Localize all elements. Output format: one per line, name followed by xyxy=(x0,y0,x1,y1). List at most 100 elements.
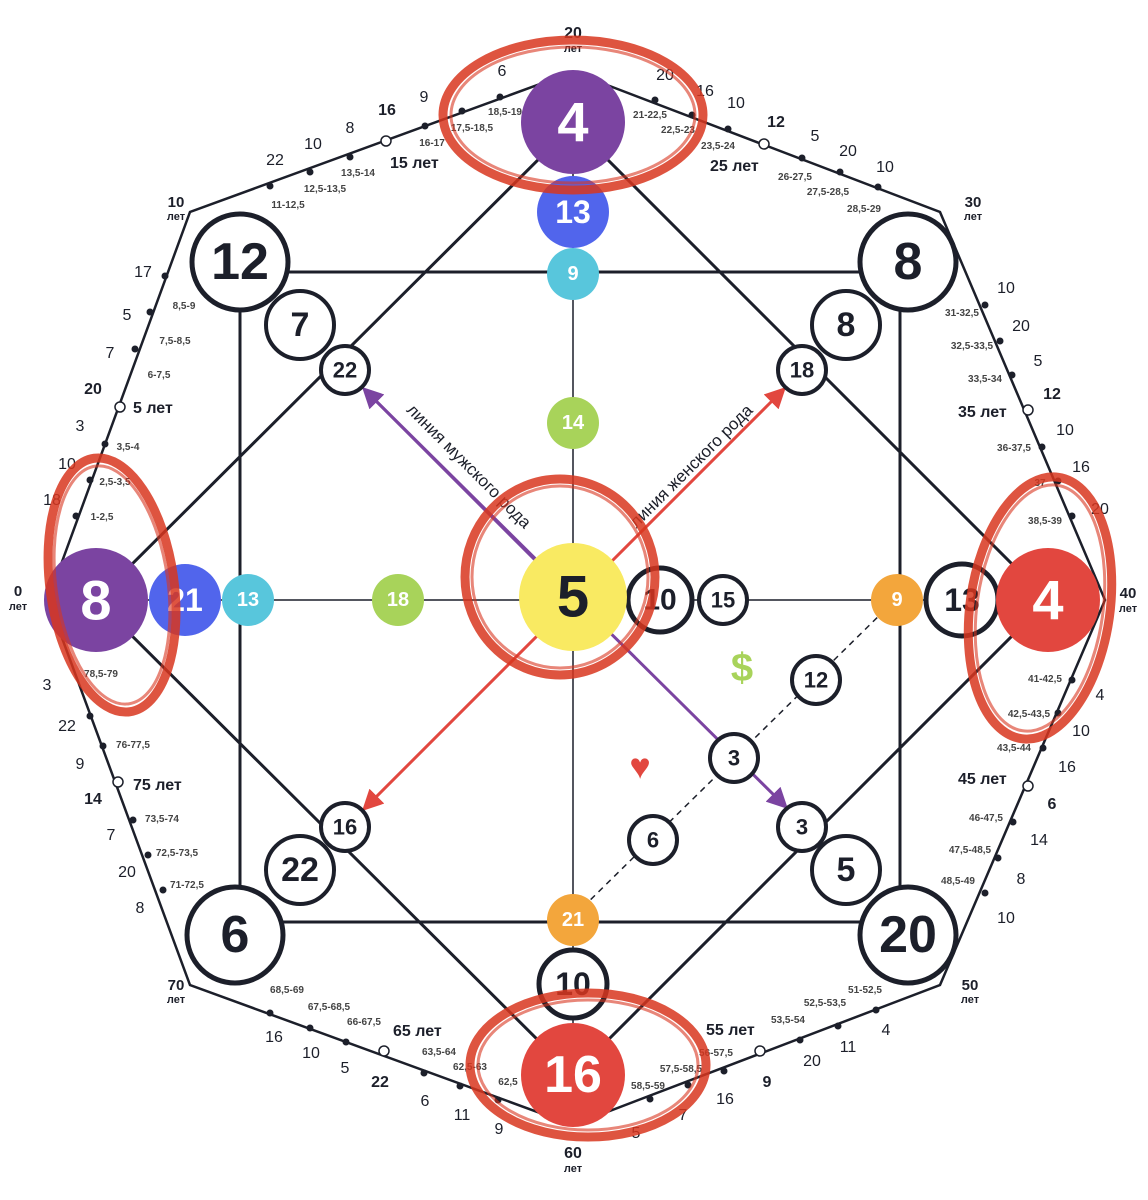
svg-text:58,5-59: 58,5-59 xyxy=(631,1081,665,1092)
svg-text:13: 13 xyxy=(237,589,259,611)
svg-text:5: 5 xyxy=(123,307,132,324)
svg-text:20: 20 xyxy=(84,381,102,398)
svg-text:4: 4 xyxy=(557,91,588,154)
highlight-right-inner xyxy=(973,483,1107,733)
svg-text:70: 70 xyxy=(168,977,185,994)
right-second-node: 13 xyxy=(923,561,1001,639)
left-fourth-node: 18 xyxy=(372,574,424,626)
svg-text:5: 5 xyxy=(1034,353,1043,370)
svg-text:33,5-34: 33,5-34 xyxy=(968,374,1002,385)
age-bottom-left: 70 лет xyxy=(167,977,186,1006)
svg-text:9: 9 xyxy=(891,589,902,611)
svg-text:3: 3 xyxy=(76,418,85,435)
highlight-left xyxy=(43,453,181,717)
svg-text:16: 16 xyxy=(1072,459,1090,476)
diamond-node-top-left: 22 xyxy=(319,344,371,396)
svg-text:3,5-4: 3,5-4 xyxy=(117,442,140,453)
svg-text:16: 16 xyxy=(1058,759,1076,776)
highlight-right xyxy=(963,472,1117,744)
svg-text:11: 11 xyxy=(840,1039,857,1056)
age-right: 40 лет xyxy=(1119,585,1138,615)
svg-text:63,5-64: 63,5-64 xyxy=(422,1047,456,1058)
svg-text:8: 8 xyxy=(894,233,923,291)
corner-bottom-left: 6 xyxy=(184,884,286,986)
svg-text:38,5-39: 38,5-39 xyxy=(1028,516,1062,527)
male-line-start xyxy=(362,387,542,567)
svg-text:лет: лет xyxy=(964,211,983,223)
svg-text:60: 60 xyxy=(564,1145,582,1162)
svg-text:18: 18 xyxy=(790,358,814,383)
corner-top-left: 12 xyxy=(189,211,291,313)
left-second-node: 21 xyxy=(149,564,221,636)
svg-text:лет: лет xyxy=(564,1163,583,1175)
svg-text:14: 14 xyxy=(562,412,585,434)
lower-node: 6 xyxy=(627,814,679,866)
svg-text:46-47,5: 46-47,5 xyxy=(969,813,1003,824)
highlight-bottom-inner xyxy=(476,998,700,1132)
svg-text:53,5-54: 53,5-54 xyxy=(771,1015,805,1026)
age-top-right: 30 лет xyxy=(964,194,983,223)
svg-text:21-22,5: 21-22,5 xyxy=(633,110,667,121)
svg-text:13,5-14: 13,5-14 xyxy=(341,168,375,179)
corner-bottom-right: 20 xyxy=(857,884,959,986)
svg-text:10: 10 xyxy=(304,136,322,153)
svg-text:18,5-19: 18,5-19 xyxy=(488,107,522,118)
svg-text:17: 17 xyxy=(134,264,152,281)
svg-text:лет: лет xyxy=(564,43,583,55)
svg-text:7: 7 xyxy=(106,345,115,362)
svg-text:31-32,5: 31-32,5 xyxy=(945,308,979,319)
svg-text:13: 13 xyxy=(555,194,591,230)
top-second-node: 13 xyxy=(537,176,609,248)
svg-text:5: 5 xyxy=(811,128,820,145)
perimeter-numbers: 17 5 7 20 3 10 18 3 22 9 14 7 20 8 22 10… xyxy=(43,63,1109,1142)
top-third-node: 9 xyxy=(547,248,599,300)
svg-text:50: 50 xyxy=(962,977,979,994)
svg-text:20: 20 xyxy=(656,67,674,84)
svg-text:9: 9 xyxy=(763,1074,772,1091)
svg-text:7: 7 xyxy=(679,1107,688,1124)
svg-text:8,5-9: 8,5-9 xyxy=(173,301,196,312)
svg-text:4: 4 xyxy=(1032,569,1063,632)
highlight-center-inner xyxy=(470,484,650,670)
svg-text:4: 4 xyxy=(882,1022,891,1039)
svg-text:12: 12 xyxy=(211,233,269,291)
svg-text:36-37,5: 36-37,5 xyxy=(997,443,1031,454)
svg-text:20: 20 xyxy=(1012,318,1030,335)
svg-text:10: 10 xyxy=(997,280,1015,297)
svg-text:76-77,5: 76-77,5 xyxy=(116,740,150,751)
bottom-second-node: 10 xyxy=(536,947,610,1021)
svg-text:10: 10 xyxy=(876,159,894,176)
highlight-left-inner xyxy=(52,464,172,706)
diamond-node-bottom-left: 16 xyxy=(319,801,371,853)
svg-text:8: 8 xyxy=(136,900,145,917)
svg-text:16: 16 xyxy=(333,815,357,840)
age-left: 0 лет xyxy=(9,583,28,613)
female-line-label: линия женского рода xyxy=(626,400,757,531)
svg-text:3: 3 xyxy=(728,746,740,771)
svg-text:6: 6 xyxy=(647,828,659,853)
svg-text:22: 22 xyxy=(371,1074,389,1091)
svg-text:10: 10 xyxy=(997,910,1015,927)
svg-text:41-42,5: 41-42,5 xyxy=(1028,674,1062,685)
svg-text:7: 7 xyxy=(107,827,116,844)
svg-text:30: 30 xyxy=(965,194,982,211)
top-fourth-node: 14 xyxy=(547,397,599,449)
svg-text:лет: лет xyxy=(167,994,186,1006)
svg-text:12: 12 xyxy=(767,114,785,131)
svg-text:51-52,5: 51-52,5 xyxy=(848,985,882,996)
svg-text:11: 11 xyxy=(454,1107,471,1124)
svg-text:67,5-68,5: 67,5-68,5 xyxy=(308,1002,351,1013)
svg-text:23,5-24: 23,5-24 xyxy=(701,141,735,152)
svg-text:52,5-53,5: 52,5-53,5 xyxy=(804,998,847,1009)
svg-text:43,5-44: 43,5-44 xyxy=(997,743,1031,754)
svg-text:2,5-3,5: 2,5-3,5 xyxy=(99,477,131,488)
svg-text:лет: лет xyxy=(167,211,186,223)
svg-text:78,5-79: 78,5-79 xyxy=(84,669,118,680)
svg-text:15 лет: 15 лет xyxy=(390,155,439,172)
svg-text:45 лет: 45 лет xyxy=(958,771,1007,788)
svg-text:65 лет: 65 лет xyxy=(393,1023,442,1040)
svg-text:75 лет: 75 лет xyxy=(133,777,182,794)
svg-text:14: 14 xyxy=(1030,832,1048,849)
svg-text:10: 10 xyxy=(302,1045,320,1062)
svg-text:7,5-8,5: 7,5-8,5 xyxy=(159,336,191,347)
